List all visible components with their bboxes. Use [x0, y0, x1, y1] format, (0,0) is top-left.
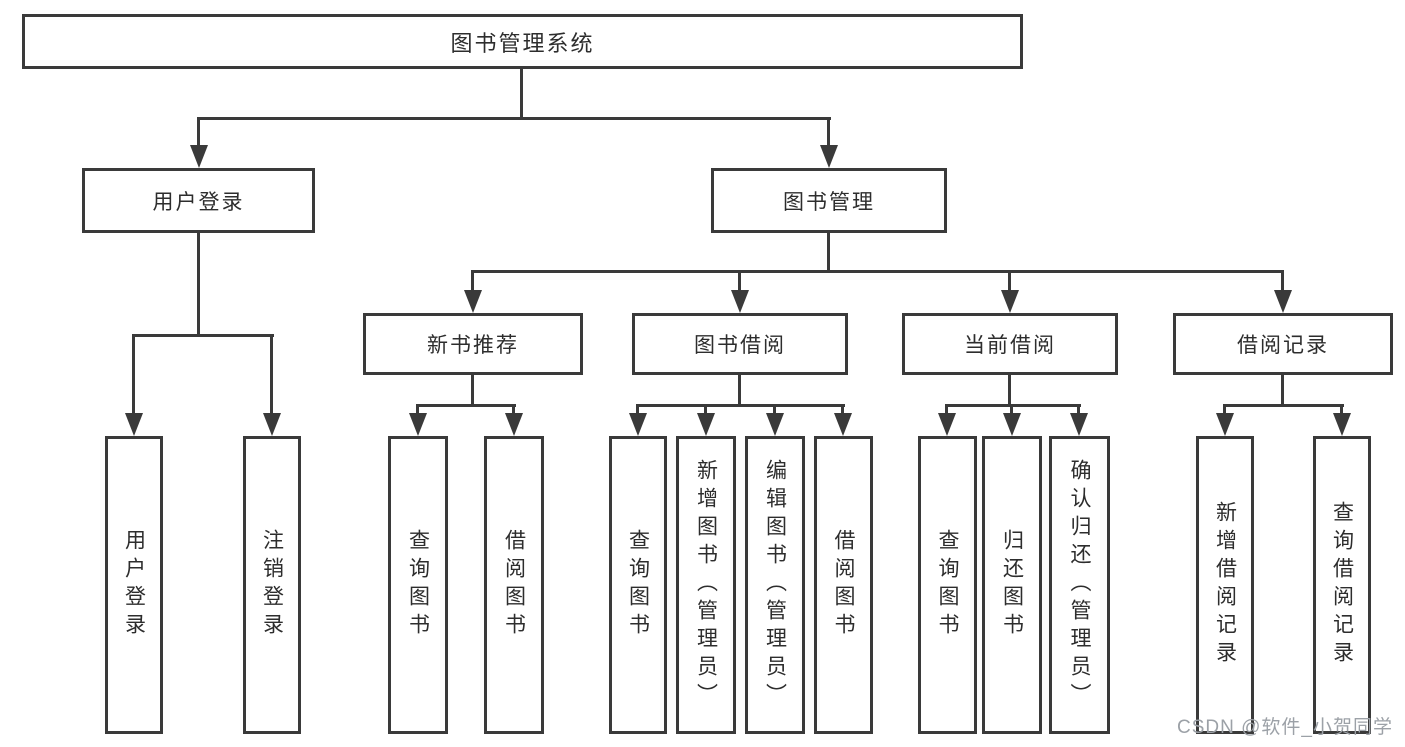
connector-line [197, 233, 200, 336]
connector-line [132, 334, 274, 337]
node-current-borrowing: 当前借阅 [902, 313, 1118, 375]
leaf-query-books-recommend: 查询图书 [388, 436, 448, 734]
connector-line [1008, 270, 1011, 290]
arrow-down-icon [125, 413, 143, 436]
connector-line [471, 375, 474, 406]
arrow-down-icon [820, 145, 838, 168]
connector-line [1281, 375, 1284, 406]
connector-line [416, 404, 419, 413]
connector-line [1008, 375, 1011, 406]
arrow-down-icon [1070, 413, 1088, 436]
connector-line [738, 270, 741, 290]
vertical-label: 用户登录 [122, 529, 146, 641]
connector-line [1077, 404, 1080, 413]
arrow-down-icon [697, 413, 715, 436]
node-borrowing-records: 借阅记录 [1173, 313, 1393, 375]
arrow-down-icon [766, 413, 784, 436]
arrow-down-icon [1216, 413, 1234, 436]
arrow-down-icon [190, 145, 208, 168]
arrow-down-icon [505, 413, 523, 436]
arrow-down-icon [629, 413, 647, 436]
connector-line [827, 117, 830, 145]
leaf-logout: 注销登录 [243, 436, 301, 734]
arrow-down-icon [1003, 413, 1021, 436]
arrow-down-icon [834, 413, 852, 436]
connector-line [520, 69, 523, 119]
connector-line [1281, 270, 1284, 290]
vertical-label: 查询图书 [626, 529, 650, 641]
connector-line [1223, 404, 1344, 407]
leaf-query-books-current: 查询图书 [918, 436, 977, 734]
node-new-book-recommend: 新书推荐 [363, 313, 583, 375]
connector-line [471, 270, 474, 290]
arrow-down-icon [1333, 413, 1351, 436]
connector-line [841, 404, 844, 413]
csdn-watermark: CSDN @软件_小贺同学 [1177, 717, 1393, 738]
leaf-add-book-admin: 新增图书（管理员） [676, 436, 736, 734]
node-book-management: 图书管理 [711, 168, 947, 233]
vertical-label: 编辑图书（管理员） [763, 459, 787, 711]
vertical-label: 查询图书 [936, 529, 960, 641]
vertical-label: 新增图书（管理员） [694, 459, 718, 711]
leaf-query-books-borrowing: 查询图书 [609, 436, 667, 734]
connector-line [512, 404, 515, 413]
vertical-label: 查询借阅记录 [1330, 501, 1354, 669]
leaf-user-login: 用户登录 [105, 436, 163, 734]
connector-line [945, 404, 948, 413]
leaf-confirm-return-admin: 确认归还（管理员） [1049, 436, 1110, 734]
leaf-query-borrow-record: 查询借阅记录 [1313, 436, 1371, 734]
connector-line [773, 404, 776, 413]
vertical-label: 新增借阅记录 [1213, 501, 1237, 669]
connector-line [1010, 404, 1013, 413]
leaf-add-borrow-record: 新增借阅记录 [1196, 436, 1254, 734]
connector-line [132, 334, 135, 413]
leaf-return-books: 归还图书 [982, 436, 1042, 734]
connector-line [471, 270, 1284, 273]
vertical-label: 借阅图书 [502, 529, 526, 641]
vertical-label: 归还图书 [1000, 529, 1024, 641]
node-library-system: 图书管理系统 [22, 14, 1023, 69]
leaf-borrow-books-recommend: 借阅图书 [484, 436, 544, 734]
connector-line [197, 117, 200, 145]
connector-line [197, 117, 831, 120]
connector-line [636, 404, 639, 413]
connector-line [827, 233, 830, 272]
arrow-down-icon [1001, 290, 1019, 313]
connector-line [704, 404, 707, 413]
connector-line [1340, 404, 1343, 413]
arrow-down-icon [409, 413, 427, 436]
connector-line [270, 334, 273, 413]
arrow-down-icon [938, 413, 956, 436]
node-book-borrowing: 图书借阅 [632, 313, 848, 375]
connector-line [416, 404, 516, 407]
arrow-down-icon [263, 413, 281, 436]
vertical-label: 借阅图书 [832, 529, 856, 641]
vertical-label: 注销登录 [260, 529, 284, 641]
arrow-down-icon [731, 290, 749, 313]
arrow-down-icon [464, 290, 482, 313]
leaf-borrow-books-borrowing: 借阅图书 [814, 436, 873, 734]
vertical-label: 确认归还（管理员） [1068, 459, 1092, 711]
connector-line [636, 404, 845, 407]
connector-line [738, 375, 741, 406]
arrow-down-icon [1274, 290, 1292, 313]
leaf-edit-book-admin: 编辑图书（管理员） [745, 436, 805, 734]
node-user-login: 用户登录 [82, 168, 315, 233]
connector-line [945, 404, 1081, 407]
vertical-label: 查询图书 [406, 529, 430, 641]
connector-line [1223, 404, 1226, 413]
